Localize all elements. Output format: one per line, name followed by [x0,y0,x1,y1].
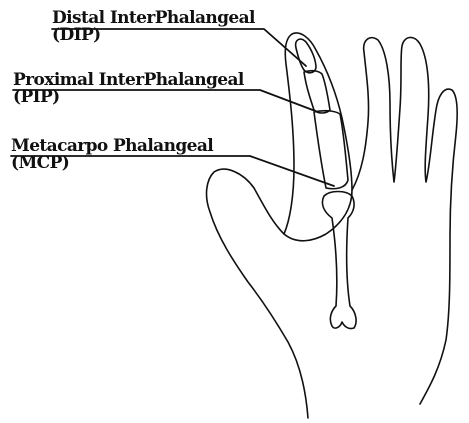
middle-phalanx [304,71,330,113]
dip-label-line2: (DIP) [52,27,255,44]
metacarpal-bone [322,192,356,329]
mcp-label: Metacarpo Phalangeal (MCP) [11,138,213,172]
dip-label: Distal InterPhalangeal (DIP) [52,10,255,44]
pip-label-line2: (PIP) [13,89,244,106]
hand-outline [207,37,458,418]
mcp-label-line2: (MCP) [11,155,213,172]
pip-label: Proximal InterPhalangeal (PIP) [13,72,244,106]
